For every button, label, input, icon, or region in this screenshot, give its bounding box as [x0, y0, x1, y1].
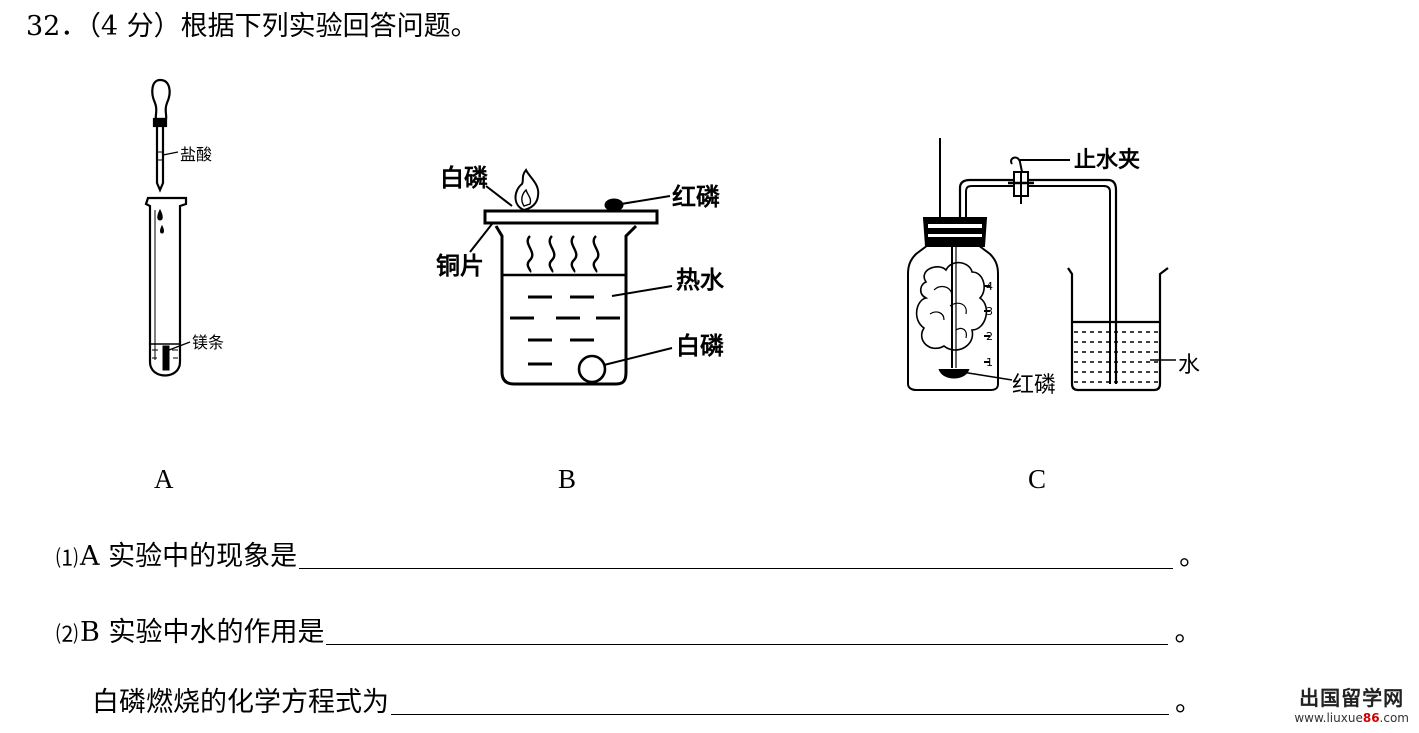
sub-question-3-end: 。 — [1175, 687, 1202, 718]
figure-b-white-p-bottom: 白磷 — [676, 332, 724, 360]
figure-c-red-p: 红磷 — [1012, 373, 1056, 398]
watermark-title: 出国留学网 — [1299, 686, 1405, 710]
answer-blank-1[interactable] — [299, 540, 1174, 569]
figure-b-red-p: 红磷 — [672, 183, 720, 211]
watermark-url-post: .com — [1379, 711, 1409, 725]
water-clamp — [1008, 156, 1070, 204]
sub-question-1-text: A 实验中的现象是 — [80, 541, 298, 572]
sub-question-3-text: 白磷燃烧的化学方程式为 — [92, 687, 389, 718]
sub-question-2-end: 。 — [1174, 617, 1202, 648]
watermark-url: www.liuxue86.com — [1294, 711, 1409, 725]
graduation-3: 3 — [986, 305, 993, 318]
figure-c-apparatus — [907, 138, 1176, 392]
graduation-1: 1 — [986, 356, 993, 369]
bottle-graduation-labels: 4 3 2 1 — [986, 280, 993, 369]
figure-b-label: B — [558, 464, 577, 494]
test-tube — [144, 196, 188, 377]
figure-c-water: 水 — [1178, 353, 1200, 378]
beaker-c — [1067, 267, 1169, 392]
figure-a-strip-label: 镁条 — [192, 333, 224, 352]
dropper-bulb — [151, 78, 171, 121]
graduation-2: 2 — [986, 330, 993, 343]
dropper-neck — [152, 117, 168, 128]
figure-c-label: C — [1028, 464, 1047, 494]
site-watermark: 出国留学网 www.liuxue86.com — [1294, 682, 1409, 725]
sub-question-1: ⑴ A 实验中的现象是 。 — [56, 534, 1206, 573]
figure-a-label: A — [154, 464, 174, 494]
figure-a-apparatus — [144, 78, 191, 377]
magnesium-strip — [162, 345, 170, 371]
sub-question-1-end: 。 — [1179, 541, 1207, 572]
beaker-b — [494, 224, 638, 386]
sub-question-1-number: ⑴ — [56, 547, 79, 572]
question-title: 32．（4 分）根据下列实验回答问题。 — [26, 11, 478, 42]
answer-blank-2[interactable] — [326, 616, 1169, 645]
figure-c-clamp: 止水夹 — [1074, 148, 1140, 173]
figure-a-acid-label: 盐酸 — [180, 145, 212, 164]
figure-b-apparatus — [469, 168, 673, 386]
figure-b-copper: 铜片 — [436, 252, 484, 280]
sub-question-2-text: B 实验中水的作用是 — [80, 617, 325, 648]
connecting-tube — [958, 178, 1118, 384]
sub-question-2-number: ⑵ — [56, 623, 79, 648]
sub-question-2: ⑵ B 实验中水的作用是 。 — [56, 610, 1201, 649]
watermark-url-num: 86 — [1362, 711, 1380, 725]
rubber-stopper — [922, 217, 988, 247]
sub-question-3: 白磷燃烧的化学方程式为 。 — [92, 680, 1202, 719]
white-phosphorus-underwater — [577, 354, 607, 384]
figure-b-hot-water: 热水 — [676, 266, 725, 294]
figure-b-white-p-top: 白磷 — [440, 164, 488, 192]
graduation-4: 4 — [986, 280, 993, 293]
acid-drop — [157, 208, 163, 221]
dropper-tube — [155, 126, 165, 193]
combustion-spoon — [938, 369, 970, 379]
watermark-url-pre: www.liuxue — [1294, 711, 1363, 725]
red-phosphorus-b — [604, 198, 624, 212]
copper-plate — [483, 209, 659, 225]
answer-blank-3[interactable] — [391, 686, 1169, 715]
